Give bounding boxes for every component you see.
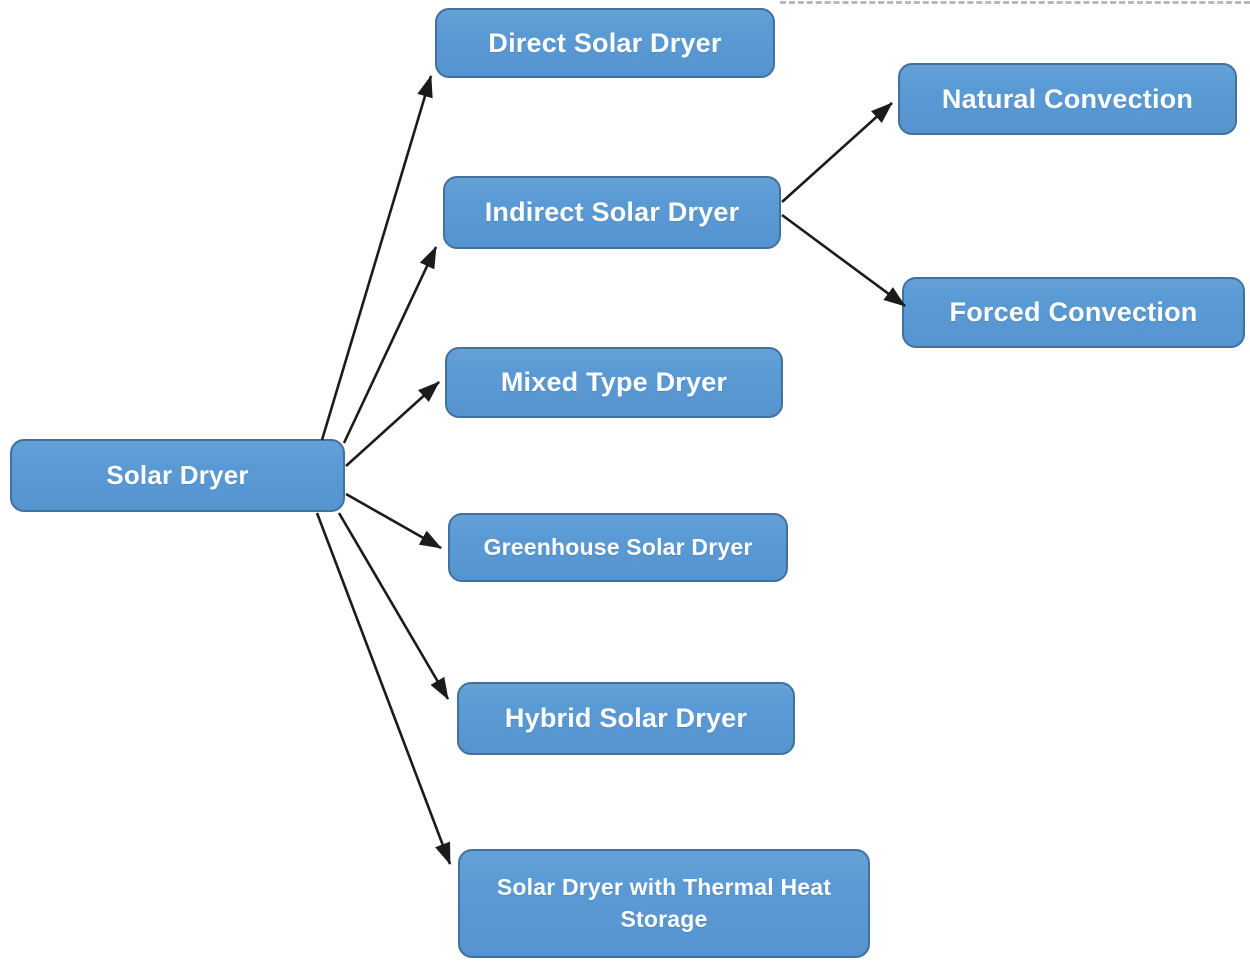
node-label: Solar Dryer with Thermal Heat Storage (496, 874, 832, 932)
arrow-solar-to-indirect (342, 246, 438, 444)
node-label: Direct Solar Dryer (488, 27, 722, 58)
node-forced-convection: Forced Convection (902, 277, 1245, 348)
node-label: Mixed Type Dryer (500, 367, 728, 398)
node-hybrid-solar-dryer: Hybrid Solar Dryer (457, 682, 795, 755)
node-label: Solar Dryer (106, 459, 249, 490)
node-solar-dryer: Solar Dryer (10, 439, 345, 512)
arrow-solar-to-hybrid (337, 512, 450, 700)
arrow-solar-to-storage (315, 512, 452, 865)
node-natural-convection: Natural Convection (898, 63, 1237, 135)
node-mixed-type-dryer: Mixed Type Dryer (445, 347, 783, 418)
node-label: Forced Convection (949, 297, 1198, 328)
node-label: Hybrid Solar Dryer (504, 703, 748, 734)
arrow-solar-to-direct (320, 75, 433, 441)
node-label: Indirect Solar Dryer (484, 197, 740, 228)
node-label: Natural Convection (941, 83, 1194, 114)
node-indirect-solar-dryer: Indirect Solar Dryer (443, 176, 781, 249)
node-greenhouse-solar-dryer: Greenhouse Solar Dryer (448, 513, 788, 582)
top-dashed-border (780, 1, 1250, 4)
arrow-solar-to-mixed (345, 381, 440, 467)
arrow-indirect-to-forced (781, 213, 906, 308)
node-label: Greenhouse Solar Dryer (483, 533, 753, 560)
node-direct-solar-dryer: Direct Solar Dryer (435, 8, 775, 78)
arrow-indirect-to-natural (781, 102, 893, 203)
arrow-solar-to-greenhouse (345, 492, 442, 550)
node-solar-dryer-thermal-heat-storage: Solar Dryer with Thermal Heat Storage (458, 849, 870, 958)
